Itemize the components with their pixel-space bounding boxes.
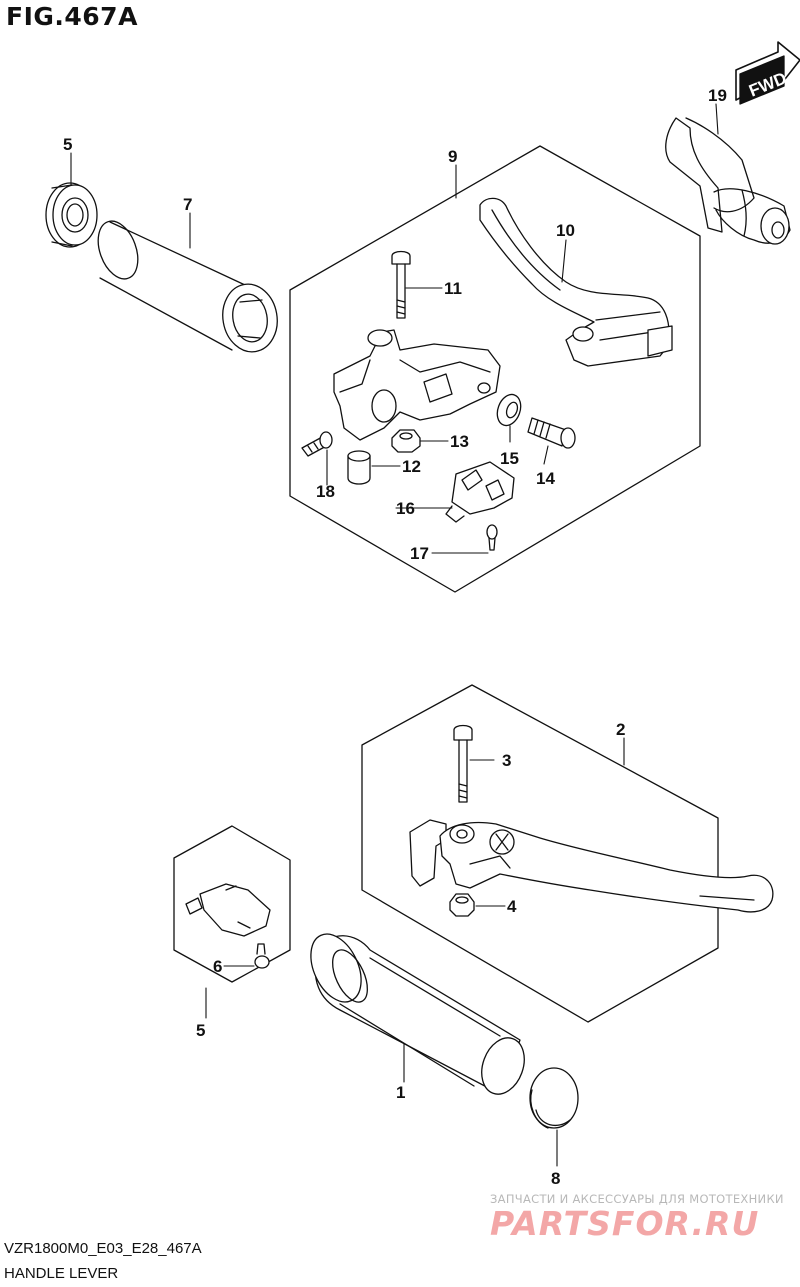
part-13-nut: [391, 429, 421, 453]
group-box-9: [289, 145, 701, 593]
part-1-grip: [310, 933, 525, 1095]
part-6-screw: [254, 943, 270, 969]
callout-8-lower: 8: [551, 1169, 560, 1188]
part-8-lower: [529, 1067, 579, 1129]
callout-13: 13: [450, 432, 469, 451]
part-15-wheel: [496, 393, 522, 427]
part-19-throttle: [665, 117, 791, 245]
callout-7: 7: [183, 195, 192, 214]
callout-17: 17: [410, 544, 429, 563]
fwd-arrow-icon: FWD: [735, 41, 800, 105]
watermark-tagline: ЗАПЧАСТИ И АКСЕССУАРЫ ДЛЯ МОТОТЕХНИКИ: [490, 1192, 784, 1206]
callout-5: 5: [196, 1021, 205, 1040]
part-7-grip: [97, 220, 278, 353]
part-10-lever: [479, 197, 673, 367]
watermark-logo: PARTSFOR.RU: [490, 1204, 760, 1243]
part-4-nut: [449, 893, 475, 917]
group-box-5: [173, 825, 291, 983]
callout-6: 6: [213, 957, 222, 976]
part-14-screw: [527, 417, 576, 449]
figure-name: HANDLE LEVER: [4, 1265, 119, 1282]
part-17-screw: [486, 524, 498, 551]
part-2-lever: [409, 819, 774, 913]
part-5-switch: [185, 883, 271, 937]
callout-10: 10: [556, 221, 575, 240]
callout-3: 3: [502, 751, 511, 770]
part-12-collar: [347, 450, 371, 485]
callout-19: 19: [708, 86, 727, 105]
callout-11: 11: [444, 279, 462, 298]
leader-lines: [70, 103, 719, 1167]
group-box-2: [361, 684, 719, 1023]
part-8-upper: [45, 182, 98, 248]
part-18-screw: [301, 431, 333, 457]
figure-code: VZR1800M0_E03_E28_467A: [4, 1240, 202, 1257]
callout-4: 4: [507, 897, 517, 916]
callout-12: 12: [402, 457, 421, 476]
part-11-bolt: [391, 250, 411, 319]
callout-18: 18: [316, 482, 335, 501]
part-9-holder: [333, 329, 501, 441]
callout-8-upper: 5: [63, 135, 72, 154]
callout-2: 2: [616, 720, 625, 739]
part-3-bolt: [453, 724, 473, 803]
callout-14: 14: [536, 469, 555, 488]
callout-9: 9: [448, 147, 457, 166]
figure-title: FIG.467A: [6, 2, 138, 31]
callout-16: 16: [396, 499, 415, 518]
callout-1: 1: [396, 1083, 405, 1102]
part-16-switch: [445, 461, 515, 523]
callout-15: 15: [500, 449, 519, 468]
